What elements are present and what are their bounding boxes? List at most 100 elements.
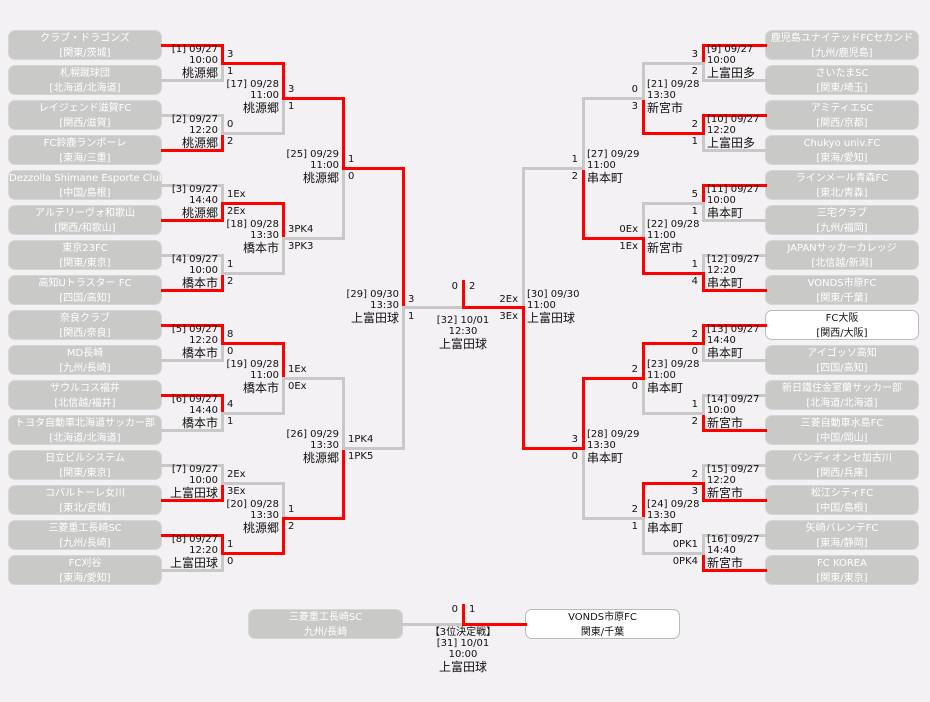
score-bottom: 1Ex	[619, 240, 638, 252]
bracket-line	[221, 411, 224, 432]
bracket-line	[282, 376, 345, 380]
team-box[interactable]: コバルトーレ女川[東北/宮城]	[8, 485, 162, 515]
winner-line	[702, 429, 767, 432]
score-bottom: 1PK5	[348, 450, 374, 462]
team-box[interactable]: トヨタ自動車北海道サッカー部[北海道/北海道]	[8, 415, 162, 445]
score-bottom: 2	[288, 520, 295, 532]
winner-line	[702, 289, 767, 292]
match-label: [6] 09/27	[171, 393, 218, 405]
team-box[interactable]: 奈良クラブ[関西/奈良]	[8, 310, 162, 340]
score-bottom: 3Ex	[499, 310, 518, 322]
bracket-line	[702, 61, 705, 82]
final-score-right: 2	[469, 281, 476, 292]
score-bottom: 2	[227, 135, 234, 147]
match-label: [14] 09/27	[707, 393, 760, 405]
match-venue: 桃源郷	[242, 100, 279, 115]
team-box[interactable]: MD長崎[九州/長崎]	[8, 345, 162, 375]
bracket-line	[221, 464, 224, 485]
team-name: 三菱重工長崎SC	[288, 612, 363, 623]
team-box[interactable]: 三宅クラブ[九州/福岡]	[765, 205, 919, 235]
team-box[interactable]: 三菱自動車水島FC[中国/岡山]	[765, 415, 919, 445]
team-box[interactable]: FC大阪[関西/大阪]	[765, 310, 919, 340]
team-box[interactable]: 東京23FC[関東/東京]	[8, 240, 162, 270]
team-box[interactable]: 新日鐵住金室蘭サッカー部[北海道/北海道]	[765, 380, 919, 410]
score-bottom: 3Ex	[227, 485, 246, 497]
team-box[interactable]: 矢崎バレンテFC[東海/静岡]	[765, 520, 919, 550]
team-box[interactable]: FC刈谷[東海/愛知]	[8, 555, 162, 585]
winner-line	[522, 306, 525, 450]
score-bottom: 2	[691, 65, 698, 77]
team-region: [九州/長崎]	[59, 363, 111, 374]
match-time: 11:00	[647, 369, 676, 381]
team-box[interactable]: 高知Uトラスター FC[四国/高知]	[8, 275, 162, 305]
team-region: [関西/滋賀]	[59, 118, 111, 129]
team-box[interactable]: 札幌蹴球団 [北海道/北海道]	[8, 65, 162, 95]
team-box[interactable]: ラインメール青森FC[東北/青森]	[765, 170, 919, 200]
team-name: アミティエSC	[810, 103, 874, 114]
match-label: [19] 09/28	[226, 358, 279, 370]
winner-line	[342, 96, 345, 170]
team-box[interactable]: アルテリーヴォ和歌山[関西/和歌山]	[8, 205, 162, 235]
team-box[interactable]: VONDS市原FC[関東/千葉]	[765, 275, 919, 305]
team-box[interactable]: アミティエSC[関西/京都]	[765, 100, 919, 130]
score-top: 2	[631, 503, 638, 515]
team-box[interactable]: Dezzolla Shimane Esporte Clube[中国/島根]	[8, 170, 162, 200]
winner-line	[221, 131, 224, 152]
team-region: [関西/大阪]	[816, 328, 868, 339]
match-venue: 上富田多	[707, 65, 756, 80]
third-place-title: 【3位決定戦】	[429, 627, 497, 638]
bracket-line	[161, 254, 224, 257]
team-box[interactable]: 松江シティFC[中国/島根]	[765, 485, 919, 515]
winner-line	[642, 271, 705, 275]
team-box[interactable]: バンディオンセ加古川[関西/兵庫]	[765, 450, 919, 480]
team-box[interactable]: クラブ・ドラゴンズ[関東/茨城]	[8, 30, 162, 60]
team-region: [北海道/北海道]	[49, 83, 121, 94]
team-box[interactable]: 日立ビルシステム[関東/東京]	[8, 450, 162, 480]
team-box[interactable]: FC KOREA[関東/東京]	[765, 555, 919, 585]
match-label: [10] 09/27	[707, 113, 760, 125]
match-time: 12:20	[189, 334, 218, 346]
score-top: 1	[348, 153, 355, 165]
team-name: サウルコス福井	[50, 383, 120, 394]
bracket-line	[221, 184, 224, 205]
team-box[interactable]: FC鈴鹿ランポーレ[東海/三重]	[8, 135, 162, 165]
score-top: 2	[691, 468, 698, 480]
score-top: 2	[691, 118, 698, 130]
winner-line	[642, 236, 645, 275]
team-box[interactable]: 鹿児島ユナイテッドFCセカンド[九州/鹿児島]	[765, 30, 919, 60]
match-label: [4] 09/27	[171, 253, 218, 265]
team-box[interactable]: アイゴッソ高知[四国/高知]	[765, 345, 919, 375]
team-box[interactable]: サウルコス福井[北信越/福井]	[8, 380, 162, 410]
team-box[interactable]: JAPANサッカーカレッジ[北信越/新潟]	[765, 240, 919, 270]
match-label: [21] 09/28	[647, 78, 700, 90]
winner-line	[642, 96, 645, 135]
team-name: FC刈谷	[68, 558, 102, 569]
team-name: 札幌蹴球団	[60, 68, 110, 79]
match-venue: 桃源郷	[181, 65, 218, 80]
bracket-line	[221, 271, 285, 275]
match-label: [27] 09/29	[587, 148, 640, 160]
winner-line	[462, 623, 527, 626]
bracket-line	[161, 569, 224, 572]
team-box[interactable]: レイジェンド滋賀FC[関西/滋賀]	[8, 100, 162, 130]
team-box[interactable]: さいたまSC[関東/埼玉]	[765, 65, 919, 95]
match-time: 13:30	[250, 229, 279, 241]
match-label: [24] 09/28	[647, 498, 700, 510]
team-region: [関東/東京]	[59, 258, 111, 269]
bracket-line	[342, 166, 345, 240]
bracket-line	[402, 306, 405, 450]
match-label: [5] 09/27	[171, 323, 218, 335]
match-label: [11] 09/27	[707, 183, 760, 195]
score-top: 3	[288, 83, 295, 95]
team-name: FC鈴鹿ランポーレ	[43, 138, 127, 149]
match-venue: 串本町	[647, 520, 684, 535]
team-box[interactable]: 三菱重工長崎SC[九州/長崎]	[8, 520, 162, 550]
team-box[interactable]: Chukyo univ.FC[東海/愛知]	[765, 135, 919, 165]
team-region: [関西/和歌山]	[54, 223, 116, 234]
